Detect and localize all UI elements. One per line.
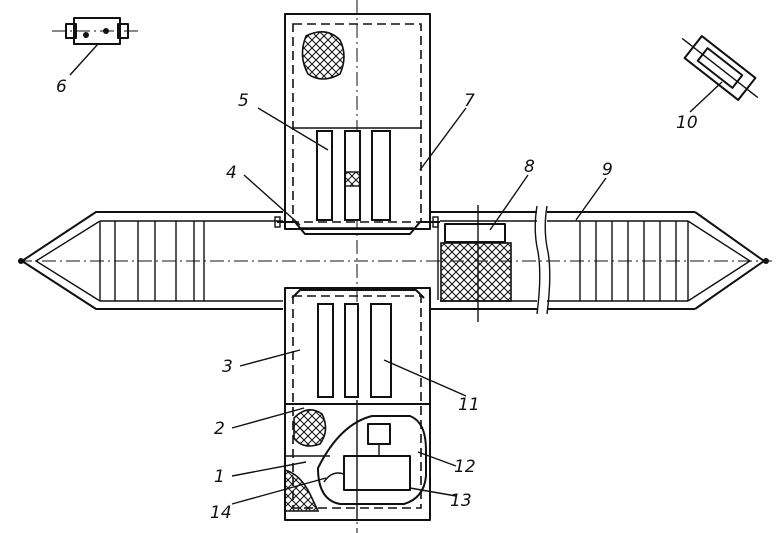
callout-8: 8	[524, 157, 535, 177]
center-lines	[18, 0, 772, 533]
right-body-section	[430, 205, 769, 315]
callout-1: 1	[214, 467, 225, 487]
lower-module	[284, 287, 431, 521]
callout-4: 4	[226, 163, 237, 183]
callout-2: 2	[214, 419, 225, 439]
detail-10	[681, 35, 759, 101]
callout-5: 5	[238, 91, 249, 111]
callout-labels: 1 2 3 4 5 6 7 8 9 10 11 12 13 14	[56, 77, 698, 523]
item-8-block	[437, 205, 512, 322]
callout-14: 14	[210, 503, 232, 523]
callout-13: 13	[450, 491, 472, 511]
callout-12: 12	[454, 457, 476, 477]
leader-lines	[69, 43, 723, 505]
upper-module	[274, 13, 440, 235]
callout-7: 7	[464, 91, 475, 111]
detail-6	[52, 17, 140, 45]
callout-11: 11	[458, 395, 480, 415]
callout-9: 9	[602, 160, 613, 180]
callout-10: 10	[676, 113, 698, 133]
left-body-section	[18, 211, 283, 310]
callout-3: 3	[222, 357, 233, 377]
callout-6: 6	[56, 77, 67, 97]
